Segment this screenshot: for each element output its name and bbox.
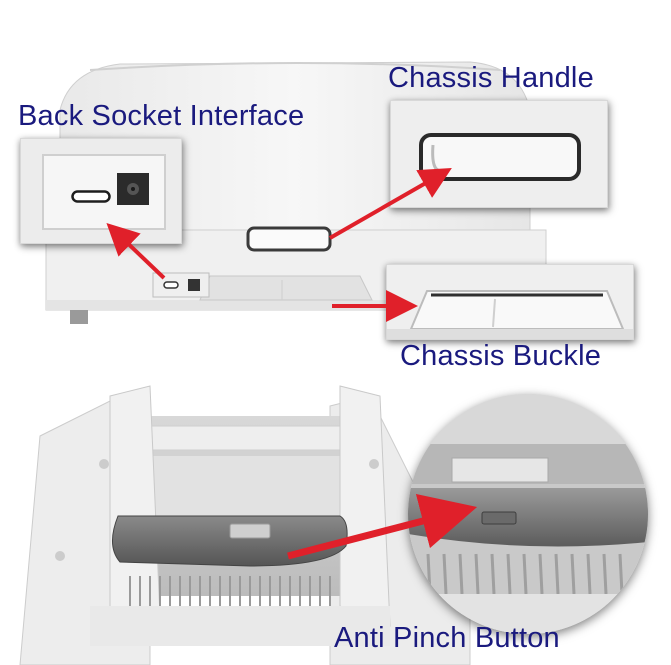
buckle-zoom-panel <box>386 264 634 340</box>
dc-jack-icon <box>117 173 149 205</box>
handle-zoom-panel <box>390 100 608 208</box>
chassis-handle-label: Chassis Handle <box>388 62 594 94</box>
socket-on-device <box>152 272 210 298</box>
anti-pinch-zoom-circle <box>408 394 648 634</box>
usb-c-port-icon <box>71 190 111 203</box>
handle-on-device <box>246 226 332 252</box>
anti-pinch-button-label: Anti Pinch Button <box>334 622 560 654</box>
chassis-buckle-label: Chassis Buckle <box>400 340 602 372</box>
back-socket-interface-label: Back Socket Interface <box>18 100 305 132</box>
socket-zoom-panel <box>20 138 182 244</box>
